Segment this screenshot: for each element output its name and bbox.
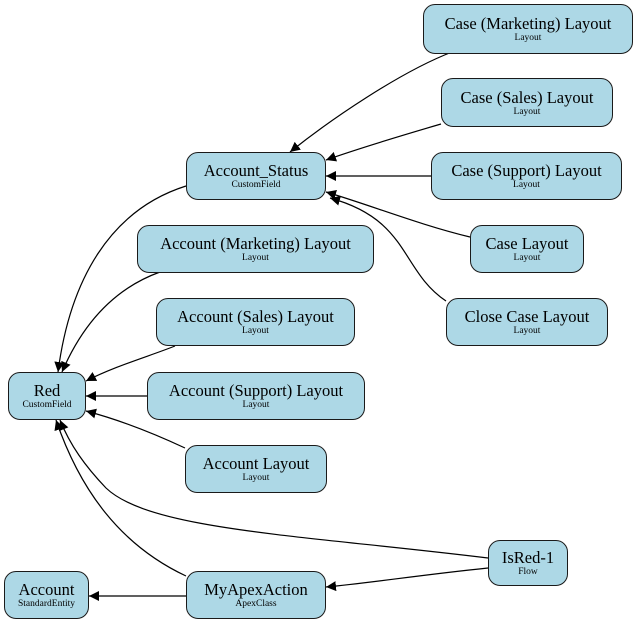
node-name: Account (Support) Layout: [168, 381, 344, 400]
node-type: Layout: [242, 253, 269, 263]
node-account-layout[interactable]: Account Layout Layout: [185, 445, 327, 493]
node-close-case-layout[interactable]: Close Case Layout Layout: [446, 298, 608, 346]
node-type: CustomField: [22, 400, 72, 410]
node-type: Flow: [518, 567, 538, 577]
node-account-support-layout[interactable]: Account (Support) Layout Layout: [147, 372, 365, 420]
node-case-marketing-layout[interactable]: Case (Marketing) Layout Layout: [423, 4, 633, 54]
node-isred-1[interactable]: IsRed-1 Flow: [488, 540, 568, 586]
node-name: Close Case Layout: [464, 307, 590, 326]
node-account[interactable]: Account StandardEntity: [4, 571, 89, 619]
node-name: Case (Support) Layout: [451, 161, 602, 180]
edge-close-case-layout-to-account-status: [329, 195, 447, 302]
node-name: MyApexAction: [204, 580, 308, 599]
edges: [54, 51, 489, 601]
edge-account-sales-layout-to-red: [85, 345, 176, 382]
node-type: ApexClass: [235, 599, 277, 609]
node-type: Layout: [513, 106, 541, 117]
node-name: Red: [33, 381, 61, 400]
edge-case-marketing-layout-to-account-status: [289, 51, 453, 153]
node-type: Layout: [514, 33, 542, 43]
node-account-marketing-layout[interactable]: Account (Marketing) Layout Layout: [137, 225, 374, 273]
edge-case-layout-to-account-status: [325, 190, 471, 238]
node-type: StandardEntity: [18, 599, 75, 609]
node-case-support-layout[interactable]: Case (Support) Layout Layout: [431, 152, 622, 200]
edge-case-sales-layout-to-account-status: [325, 123, 442, 162]
node-name: Account_Status: [203, 161, 309, 180]
edge-account-status-to-red: [54, 185, 187, 373]
node-type: Layout: [513, 326, 541, 336]
node-account-status[interactable]: Account_Status CustomField: [186, 152, 326, 200]
node-name: Account Layout: [202, 454, 310, 473]
node-name: Case (Marketing) Layout: [444, 14, 612, 33]
node-type: Layout: [242, 326, 269, 336]
node-case-sales-layout[interactable]: Case (Sales) Layout Layout: [441, 78, 613, 127]
node-red[interactable]: Red CustomField: [8, 372, 86, 420]
node-name: Account (Sales) Layout: [177, 307, 334, 326]
node-account-sales-layout[interactable]: Account (Sales) Layout Layout: [156, 298, 355, 346]
node-type: Layout: [242, 473, 270, 483]
node-type: Layout: [242, 400, 270, 410]
edge-account-layout-to-red: [85, 408, 186, 449]
node-name: IsRed-1: [501, 548, 555, 567]
edge-myapexaction-to-red: [54, 419, 187, 577]
edge-account-marketing-layout-to-red: [61, 271, 161, 373]
node-case-layout[interactable]: Case Layout Layout: [470, 225, 584, 273]
node-name: Account: [18, 580, 75, 599]
edge-isred-1-to-red: [59, 419, 489, 559]
node-type: Layout: [513, 180, 540, 190]
node-type: Layout: [513, 253, 541, 263]
node-name: Account (Marketing) Layout: [160, 234, 351, 253]
edge-isred-1-to-myapexaction: [325, 567, 489, 592]
node-name: Case Layout: [485, 234, 569, 253]
node-name: Case (Sales) Layout: [460, 87, 594, 107]
node-myapexaction[interactable]: MyApexAction ApexClass: [186, 571, 326, 619]
node-type: CustomField: [231, 180, 281, 190]
